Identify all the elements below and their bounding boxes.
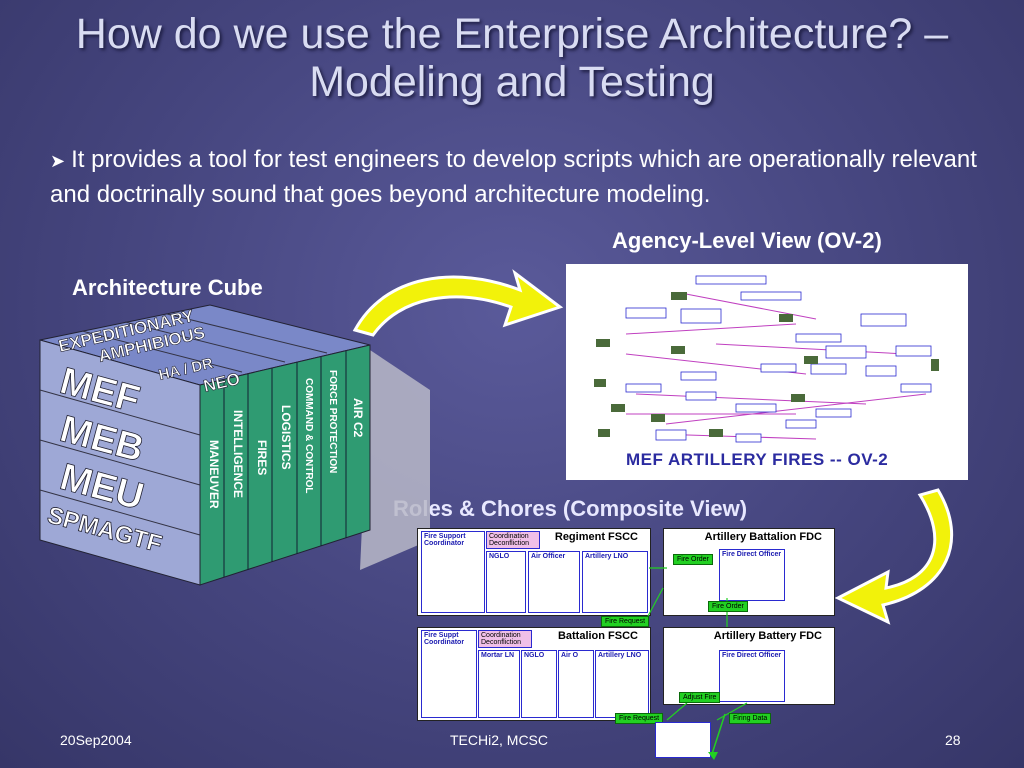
footer-page-number: 28 bbox=[945, 732, 961, 748]
roles-composite-view: Regiment FSCC Fire Support Coordinator C… bbox=[417, 528, 837, 724]
panel-battalion-fscc: Battalion FSCC Fire Suppt Coordinator Co… bbox=[417, 627, 651, 721]
cube-col-3: FIRES bbox=[255, 440, 269, 475]
role-fire-suppt-coordinator: Fire Suppt Coordinator bbox=[421, 630, 477, 718]
ov2-caption: MEF ARTILLERY FIRES -- OV-2 bbox=[626, 450, 889, 469]
role-fire-support-coordinator: Fire Support Coordinator bbox=[421, 531, 485, 613]
cube-col-4: LOGISTICS bbox=[279, 405, 293, 470]
cube-col-5: COMMAND & CONTROL bbox=[303, 378, 314, 494]
connector-adjust-fire: Adjust Fire bbox=[679, 692, 721, 703]
cube-col-1: MANEUVER bbox=[207, 440, 221, 509]
connector-fire-request-2: Fire Request bbox=[615, 713, 664, 724]
observer-box bbox=[655, 722, 711, 758]
curved-arrow-top-icon bbox=[352, 269, 564, 337]
panel-battalion-fscc-header: Battalion FSCC bbox=[557, 630, 638, 642]
connector-fire-request-1: Fire Request bbox=[601, 616, 650, 627]
panel-artillery-battery-fdc-header: Artillery Battery FDC bbox=[713, 630, 822, 642]
role-artillery-lno-bn: Artillery LNO bbox=[595, 650, 649, 718]
role-air-officer: Air Officer bbox=[528, 551, 580, 613]
role-coordination-deconfliction-bn: Coordination Deconfliction bbox=[478, 630, 532, 648]
cube-col-7: AIR C2 bbox=[351, 398, 365, 438]
footer-date: 20Sep2004 bbox=[60, 732, 132, 748]
role-artillery-lno: Artillery LNO bbox=[582, 551, 648, 613]
role-air-o-bn: Air O bbox=[558, 650, 594, 718]
bullet-body: It provides a tool for test engineers to… bbox=[50, 146, 977, 208]
role-nglo-bn: NGLO bbox=[521, 650, 557, 718]
cube-shadow bbox=[360, 350, 430, 570]
connector-fire-order-1: Fire Order bbox=[673, 554, 713, 565]
bullet-arrow-icon: ➤ bbox=[50, 151, 66, 171]
panel-artillery-battalion-fdc: Artillery Battalion FDC Fire Direct Offi… bbox=[663, 528, 835, 616]
slide-title: How do we use the Enterprise Architectur… bbox=[75, 10, 949, 106]
panel-regiment-fscc: Regiment FSCC Fire Support Coordinator C… bbox=[417, 528, 651, 616]
curved-arrow-right-icon bbox=[834, 488, 954, 625]
panel-artillery-battalion-fdc-header: Artillery Battalion FDC bbox=[704, 531, 822, 543]
architecture-cube-label: Architecture Cube bbox=[72, 275, 263, 300]
role-fire-direct-officer-battalion: Fire Direct Officer bbox=[719, 549, 785, 601]
cube-col-6: FORCE PROTECTION bbox=[327, 370, 338, 473]
cube-col-2: INTELLIGENCE bbox=[231, 410, 245, 498]
green-arrow-icon bbox=[708, 713, 726, 760]
role-coordination-deconfliction: Coordination Deconfliction bbox=[486, 531, 540, 549]
footer-center: TECHi2, MCSC bbox=[450, 732, 549, 748]
architecture-cube: EXPEDITIONARY AMPHIBIOUS HA / DR NEO MEF… bbox=[39, 304, 430, 586]
ov2-label: Agency-Level View (OV-2) bbox=[612, 228, 882, 253]
connector-fire-order-2: Fire Order bbox=[708, 601, 748, 612]
role-fire-direct-officer-battery: Fire Direct Officer bbox=[719, 650, 785, 702]
roles-chores-label: Roles & Chores (Composite View) bbox=[393, 496, 748, 521]
panel-regiment-fscc-header: Regiment FSCC bbox=[554, 531, 638, 543]
connector-firing-data: Firing Data bbox=[729, 713, 772, 724]
bullet-text: ➤It provides a tool for test engineers t… bbox=[50, 143, 990, 212]
cube-right-face bbox=[199, 344, 371, 586]
role-nglo: NGLO bbox=[486, 551, 526, 613]
ov2-diagram: MEF ARTILLERY FIRES -- OV-2 bbox=[566, 264, 968, 480]
role-mortar-ln: Mortar LN bbox=[478, 650, 520, 718]
